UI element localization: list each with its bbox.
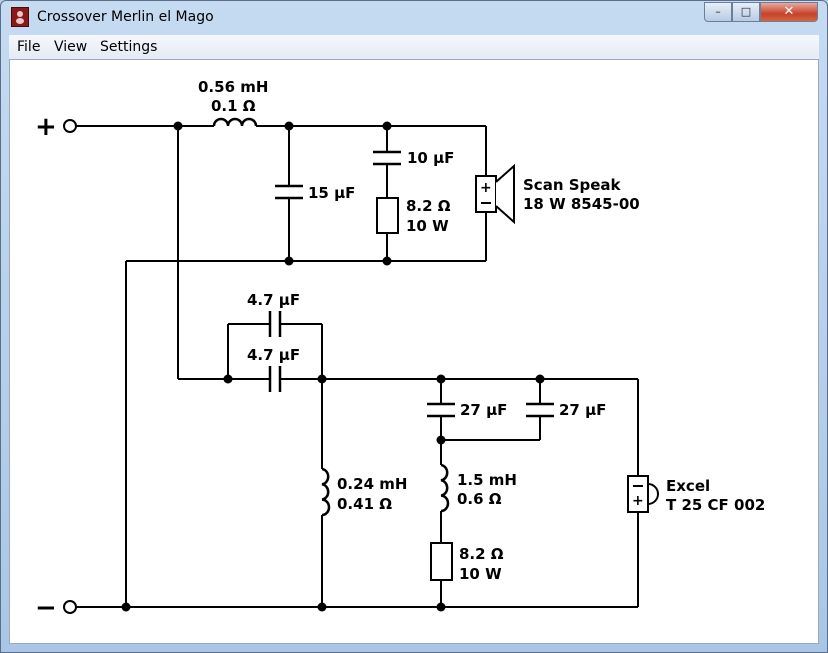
capacitor-c10[interactable]: 10 µF xyxy=(373,149,454,167)
woofer-speaker[interactable]: + Scan Speak 18 W 8545-00 xyxy=(475,163,640,225)
tweeter-model: T 25 CF 002 xyxy=(666,496,765,514)
l3-resistance: 0.6 Ω xyxy=(457,490,502,508)
r2-power: 10 W xyxy=(459,565,502,583)
resistor-r1[interactable]: 8.2 Ω 10 W xyxy=(376,197,451,235)
r2-value: 8.2 Ω xyxy=(459,545,504,563)
l2-resistance: 0.41 Ω xyxy=(337,495,392,513)
c27b-value: 27 µF xyxy=(559,401,606,419)
capacitor-c47-upper[interactable]: 4.7 µF xyxy=(247,291,300,337)
maximize-button[interactable]: □ xyxy=(732,2,760,22)
l2-value: 0.24 mH xyxy=(337,475,407,493)
l3-value: 1.5 mH xyxy=(457,471,517,489)
tweeter-plus-mark: + xyxy=(632,493,644,509)
junction-dots xyxy=(121,121,545,612)
woofer-model: 18 W 8545-00 xyxy=(523,195,640,213)
resistor-r2[interactable]: 8.2 Ω 10 W xyxy=(430,542,504,583)
tweeter-speaker[interactable]: + Excel T 25 CF 002 xyxy=(627,475,765,514)
crossover-schematic: + − 0.56 mH 0.1 Ω xyxy=(35,78,765,623)
r1-value: 8.2 Ω xyxy=(406,197,451,215)
inductor-l3[interactable]: 1.5 mH 0.6 Ω xyxy=(440,463,517,513)
c15-value: 15 µF xyxy=(308,184,355,202)
woofer-plus-mark: + xyxy=(480,180,492,196)
plus-terminal: + xyxy=(35,112,77,142)
capacitor-c27-right[interactable]: 27 µF xyxy=(526,401,606,419)
c47a-value: 4.7 µF xyxy=(247,291,300,309)
woofer-brand: Scan Speak xyxy=(523,176,622,194)
c27a-value: 27 µF xyxy=(460,401,507,419)
schematic-canvas[interactable]: + − 0.56 mH 0.1 Ω xyxy=(9,59,819,644)
c47b-value: 4.7 µF xyxy=(247,346,300,364)
capacitor-c27-left[interactable]: 27 µF xyxy=(427,401,507,419)
menu-view[interactable]: View xyxy=(54,39,88,55)
minus-symbol: − xyxy=(35,593,57,623)
menu-settings[interactable]: Settings xyxy=(100,39,158,55)
c10-value: 10 µF xyxy=(407,149,454,167)
capacitor-c47-lower[interactable]: 4.7 µF xyxy=(247,346,300,392)
inductor-l2[interactable]: 0.24 mH 0.41 Ω xyxy=(321,467,407,517)
speaker-app-icon xyxy=(11,7,29,27)
menu-file[interactable]: File xyxy=(17,39,41,55)
close-button[interactable]: ✕ xyxy=(760,2,818,22)
title-bar[interactable]: Crossover Merlin el Mago – □ ✕ xyxy=(1,1,827,33)
tweeter-brand: Excel xyxy=(666,477,710,495)
inductor-l1[interactable]: 0.56 mH 0.1 Ω xyxy=(198,78,268,127)
window-title: Crossover Merlin el Mago xyxy=(37,9,214,25)
minimize-button[interactable]: – xyxy=(704,2,732,22)
capacitor-c15[interactable]: 15 µF xyxy=(275,184,355,202)
plus-symbol: + xyxy=(35,112,57,142)
l1-value: 0.56 mH xyxy=(198,78,268,96)
l1-resistance: 0.1 Ω xyxy=(211,97,256,115)
r1-power: 10 W xyxy=(406,217,449,235)
menu-bar: File View Settings xyxy=(9,35,819,60)
minus-terminal: − xyxy=(35,593,77,623)
